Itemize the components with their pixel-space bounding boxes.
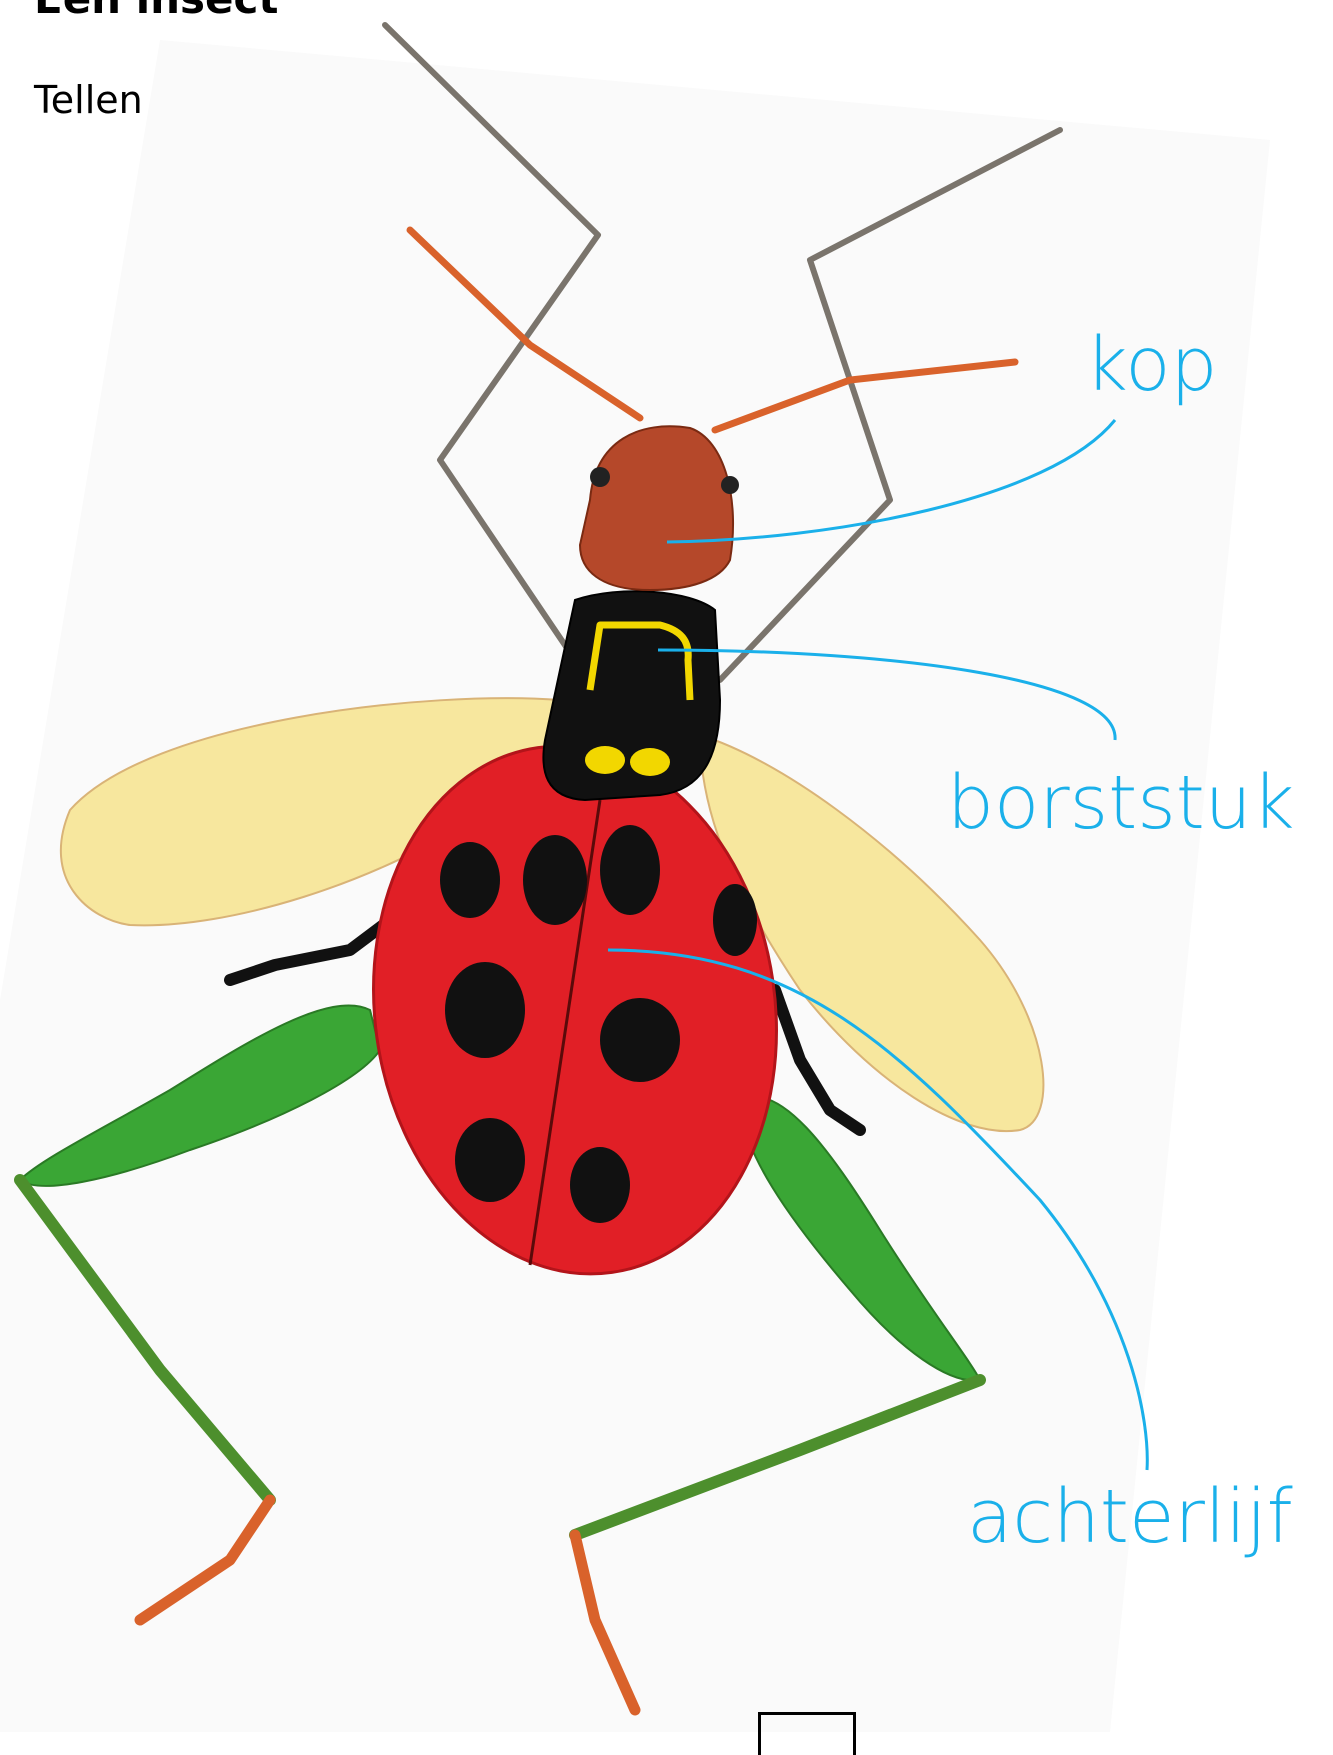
label-abdomen: achterlijf [967, 1480, 1293, 1554]
abdomen-spot [523, 835, 587, 925]
abdomen-spot [455, 1118, 525, 1202]
head-eye [721, 476, 739, 494]
abdomen-spot [713, 884, 757, 956]
thorax-spot [585, 746, 625, 774]
thorax-spot [630, 748, 670, 776]
answer-box[interactable] [758, 1712, 856, 1755]
head-eye [590, 467, 610, 487]
abdomen-spot [600, 825, 660, 915]
label-head: kop [1085, 328, 1217, 402]
abdomen-spot [570, 1147, 630, 1223]
abdomen-spot [440, 842, 500, 918]
label-thorax: borststuk [947, 766, 1295, 840]
abdomen-spot [445, 962, 525, 1058]
abdomen-spot [600, 998, 680, 1082]
